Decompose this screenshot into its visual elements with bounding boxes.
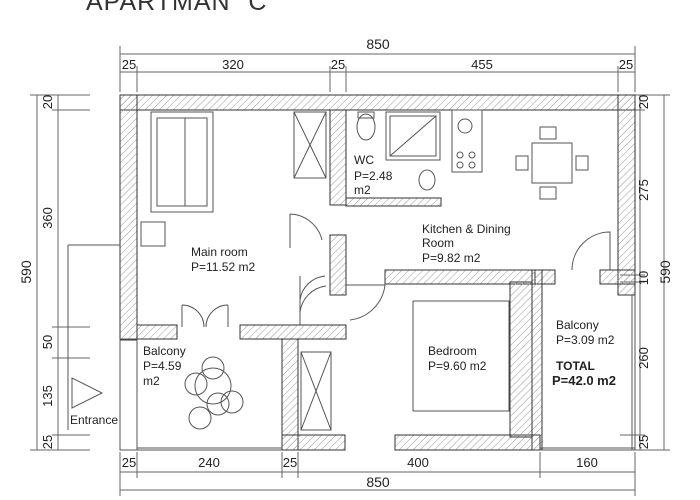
patio-table-icon (194, 367, 232, 405)
dim-left-5: 25 (40, 435, 55, 449)
balcony-left-label: Balcony (143, 344, 186, 358)
dim-left-total: 590 (18, 260, 34, 284)
balcony-left-area: P=4.59 (143, 359, 182, 373)
chair-icon (140, 221, 166, 247)
toilet-icon (356, 113, 376, 141)
dim-top-total: 850 (366, 36, 390, 52)
entrance-arrow-icon (71, 377, 104, 409)
dim-right-5: 25 (636, 435, 651, 449)
bedroom-area: P=9.60 m2 (428, 359, 487, 373)
dim-right-2: 275 (636, 179, 651, 201)
dim-left-1: 20 (40, 95, 55, 109)
dim-top-1: 25 (122, 57, 136, 72)
total-value: P=42.0 m2 (552, 373, 616, 388)
dim-right-1: 20 (636, 95, 651, 109)
dimension-lines (30, 46, 670, 496)
main-room-label: Main room (191, 245, 248, 259)
plan-title: APARTMAN "C" (86, 0, 278, 16)
storage-icon (300, 351, 332, 431)
kitchen-area: P=9.82 m2 (422, 251, 481, 265)
kitchen-counter-icon (451, 109, 483, 173)
dim-right-3: 10 (636, 271, 651, 285)
balcony-left-area-unit: m2 (143, 374, 160, 388)
total-label: TOTAL (556, 359, 595, 373)
balcony-right-label: Balcony (556, 318, 599, 332)
railings (67, 244, 636, 451)
dim-top-4: 455 (471, 57, 493, 72)
kitchen-label-2: Room (422, 236, 454, 250)
dim-left-2: 360 (40, 207, 55, 229)
bed-icon (412, 300, 510, 412)
kitchen-label: Kitchen & Dining (422, 222, 511, 236)
wc-area-unit: m2 (354, 183, 371, 197)
dim-right-4: 260 (636, 347, 651, 369)
dim-bottom-1: 25 (122, 455, 136, 470)
dining-table-icon (531, 142, 573, 184)
walls (119, 94, 636, 451)
dim-top-5: 25 (619, 57, 633, 72)
dim-right-total: 590 (657, 260, 673, 284)
dim-bottom-2: 240 (198, 455, 220, 470)
wc-label: WC (354, 153, 374, 167)
shower-icon (385, 111, 441, 161)
sofa-icon (150, 111, 214, 213)
main-room-area: P=11.52 m2 (191, 260, 255, 274)
dim-top-2: 320 (222, 57, 244, 72)
dim-left-4: 135 (40, 385, 55, 407)
sink-icon (418, 169, 436, 191)
entrance-label: Entrance (70, 413, 118, 427)
bedroom-label: Bedroom (428, 344, 477, 358)
dim-left-3: 50 (40, 335, 55, 349)
wc-area: P=2.48 (354, 169, 393, 183)
closet-icon (293, 111, 327, 179)
balcony-right-area: P=3.09 m2 (556, 333, 615, 347)
dim-top-3: 25 (331, 57, 345, 72)
dim-bottom-3: 25 (283, 455, 297, 470)
furniture (71, 109, 611, 431)
dim-bottom-5: 160 (576, 455, 598, 470)
dim-bottom-4: 400 (407, 455, 429, 470)
dim-bottom-total: 850 (366, 474, 390, 490)
